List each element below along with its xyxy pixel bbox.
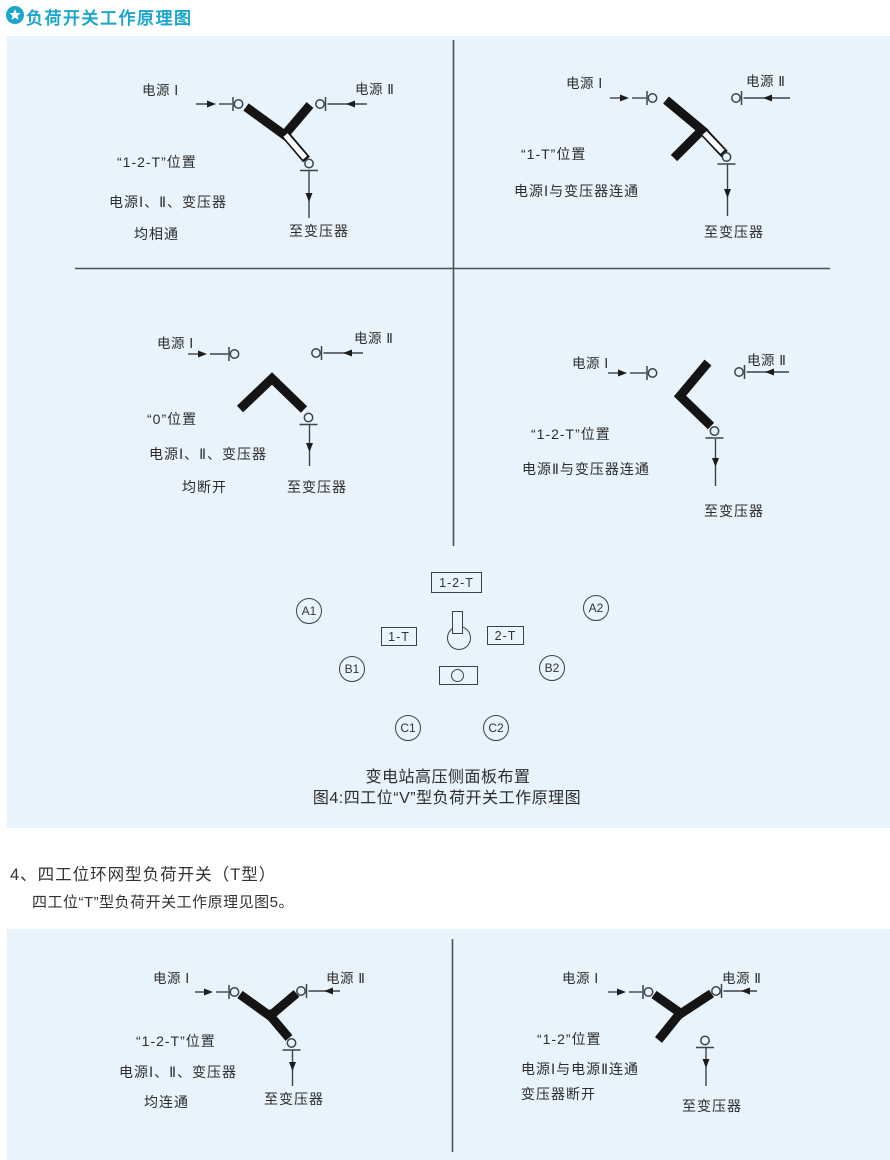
terminal-b2: B2 bbox=[539, 655, 565, 681]
t1-source2-label: 电源 Ⅱ bbox=[326, 971, 366, 986]
t2-source2-label: 电源 Ⅱ bbox=[722, 971, 762, 986]
switch-knob-handle bbox=[452, 611, 463, 634]
q1-source1-label: 电源 Ⅰ bbox=[142, 83, 179, 98]
star-icon bbox=[9, 9, 21, 20]
section4-heading: 4、四工位环网型负荷开关（T型） bbox=[10, 866, 277, 884]
terminal-c1: C1 bbox=[395, 715, 421, 741]
board-position-box-2-T: 2-T bbox=[487, 626, 524, 645]
q1-desc-line1: 电源Ⅰ、Ⅱ、变压器 bbox=[109, 194, 228, 210]
q3-source1-label: 电源 Ⅰ bbox=[157, 336, 194, 351]
t1-desc-line1: 电源Ⅰ、Ⅱ、变压器 bbox=[119, 1064, 238, 1080]
figure4-caption-line2: 图4:四工位“V”型负荷开关工作原理图 bbox=[312, 790, 582, 807]
indicator-circle bbox=[451, 669, 464, 682]
q3-to-transformer-label: 至变压器 bbox=[287, 479, 347, 495]
terminal-a1: A1 bbox=[296, 598, 322, 624]
q2-source2-label: 电源 Ⅱ bbox=[746, 74, 786, 89]
q2-desc-line1: 电源Ⅰ与变压器连通 bbox=[514, 183, 640, 199]
page-title: 负荷开关工作原理图 bbox=[26, 9, 193, 28]
q2-to-transformer-label: 至变压器 bbox=[704, 224, 764, 240]
t2-desc-line2: 变压器断开 bbox=[521, 1086, 596, 1102]
t1-position-label: “1-2-T”位置 bbox=[136, 1033, 216, 1049]
q1-source2-label: 电源 Ⅱ bbox=[355, 82, 395, 97]
t2-source1-label: 电源 Ⅰ bbox=[562, 971, 599, 986]
q4-position-label: “1-2-T”位置 bbox=[531, 426, 611, 442]
q3-source2-label: 电源 Ⅱ bbox=[354, 331, 394, 346]
q2-source1-label: 电源 Ⅰ bbox=[566, 76, 603, 91]
terminal-c2: C2 bbox=[483, 715, 509, 741]
q4-source2-label: 电源 Ⅱ bbox=[747, 353, 787, 368]
q1-desc-line2: 均相通 bbox=[134, 226, 179, 242]
indicator-box bbox=[439, 666, 478, 685]
q3-desc-line2: 均断开 bbox=[182, 479, 227, 495]
q4-to-transformer-label: 至变压器 bbox=[704, 503, 764, 519]
figure5-panel bbox=[7, 929, 890, 1160]
t1-desc-line2: 均连通 bbox=[144, 1094, 189, 1110]
t1-source1-label: 电源 Ⅰ bbox=[153, 971, 190, 986]
star-badge-icon bbox=[6, 6, 24, 24]
q1-position-label: “1-2-T”位置 bbox=[117, 154, 197, 170]
figure4-caption-line1: 变电站高压侧面板布置 bbox=[365, 769, 531, 786]
q3-position-label: “0”位置 bbox=[147, 411, 198, 427]
q4-source1-label: 电源 Ⅰ bbox=[572, 356, 609, 371]
t2-position-label: “1-2”位置 bbox=[537, 1031, 602, 1047]
section4-body: 四工位“T”型负荷开关工作原理见图5。 bbox=[32, 894, 294, 911]
board-position-box-1-T: 1-T bbox=[381, 627, 417, 646]
terminal-a2: A2 bbox=[583, 595, 609, 621]
q1-to-transformer-label: 至变压器 bbox=[289, 223, 349, 239]
board-position-box-1-2-T: 1-2-T bbox=[431, 572, 482, 593]
figure4-panel bbox=[7, 36, 890, 828]
t1-to-transformer-label: 至变压器 bbox=[264, 1091, 324, 1107]
t2-desc-line1: 电源Ⅰ与电源Ⅱ连通 bbox=[521, 1061, 640, 1077]
t2-to-transformer-label: 至变压器 bbox=[682, 1098, 742, 1114]
q3-desc-line1: 电源Ⅰ、Ⅱ、变压器 bbox=[149, 446, 268, 462]
terminal-b1: B1 bbox=[339, 656, 365, 682]
q4-desc-line1: 电源Ⅱ与变压器连通 bbox=[522, 461, 650, 477]
q2-position-label: “1-T”位置 bbox=[521, 146, 587, 162]
